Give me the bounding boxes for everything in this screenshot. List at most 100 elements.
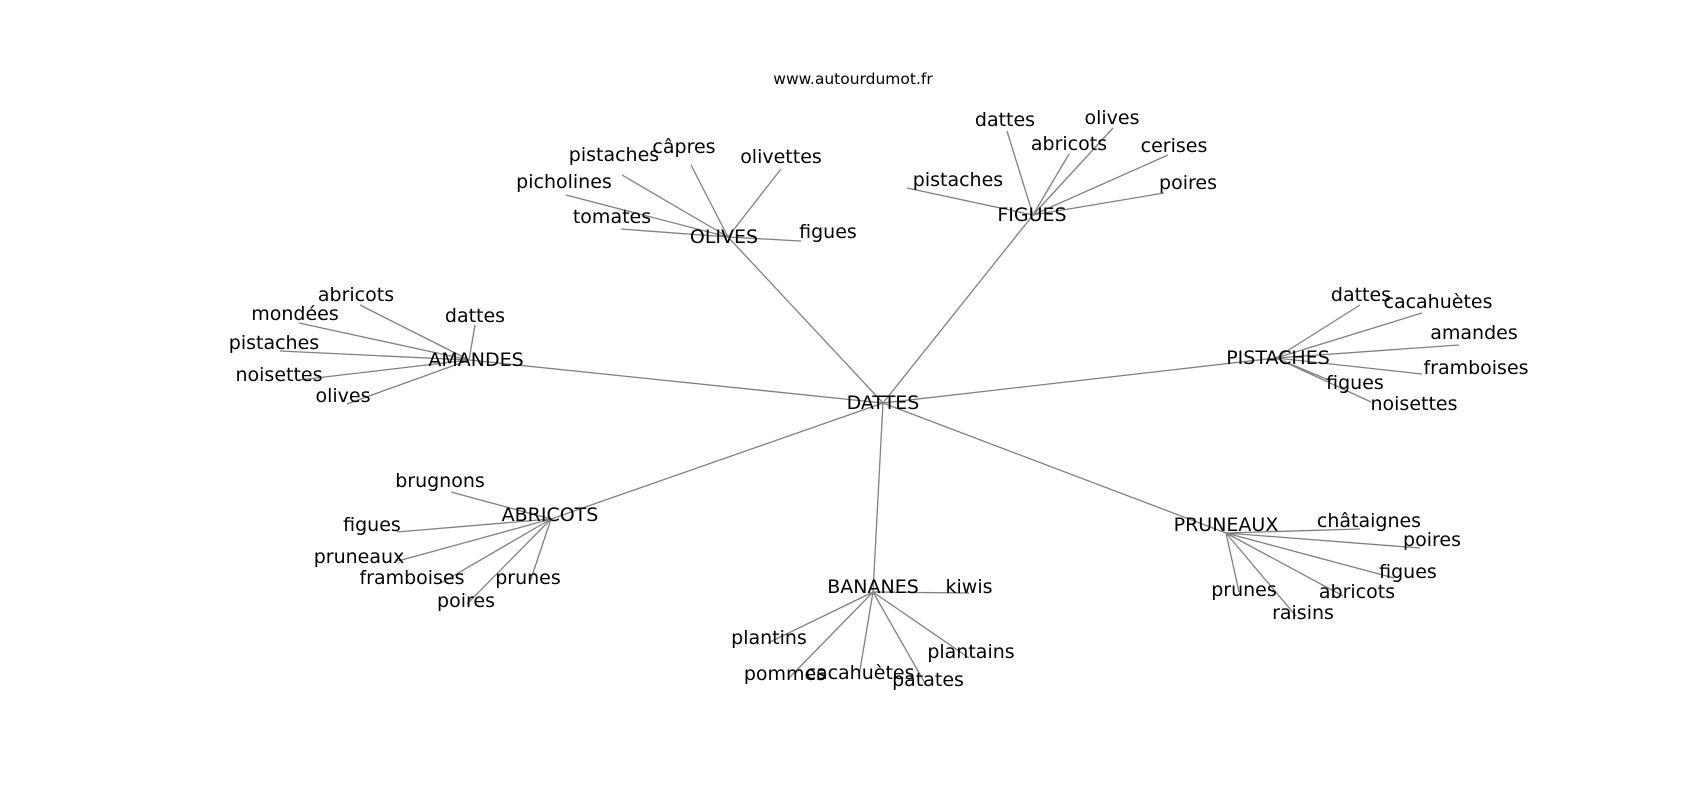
- leaf-word-label: framboises: [1423, 357, 1528, 379]
- edge-amandes-to-leaf: [298, 359, 470, 381]
- edge-pruneaux-to-leaf: [1225, 532, 1395, 579]
- edge-pruneaux-to-leaf: [1225, 532, 1240, 593]
- edge-figues-to-leaf: [1032, 127, 1114, 216]
- leaf-word-label: cacahuètes: [806, 662, 915, 684]
- hub-word-label: PRUNEAUX: [1174, 514, 1279, 536]
- leaf-word-label: abricots: [1319, 581, 1395, 603]
- leaf-word-label: figues: [1379, 561, 1437, 583]
- edge-olives-to-leaf: [727, 168, 782, 238]
- edge-bananes-to-leaf: [872, 591, 970, 659]
- leaf-word-label: mondées: [251, 303, 339, 325]
- edge-abricots-to-leaf: [529, 518, 552, 583]
- edge-pistaches-to-leaf: [1275, 304, 1361, 359]
- edge-olives-to-leaf: [727, 236, 802, 242]
- leaf-word-label: plantins: [731, 627, 807, 649]
- edge-olives-to-leaf: [690, 164, 729, 238]
- edge-pistaches-to-leaf: [1275, 357, 1423, 375]
- center-word-label: DATTES: [847, 392, 920, 414]
- edge-figues-to-leaf: [1006, 130, 1034, 216]
- hub-word-label: AMANDES: [428, 349, 523, 371]
- leaf-word-label: dattes: [975, 109, 1035, 131]
- edge-abricots-to-leaf: [440, 518, 552, 584]
- edge-abricots-to-leaf: [466, 518, 552, 605]
- leaf-word-label: prunes: [495, 567, 561, 589]
- leaf-word-label: amandes: [1430, 322, 1518, 344]
- leaf-word-label: cacahuètes: [1384, 291, 1493, 313]
- leaf-word-label: figues: [1326, 372, 1384, 394]
- edge-center-to-olives: [727, 236, 884, 404]
- leaf-word-label: olives: [315, 385, 370, 407]
- edge-figues-to-leaf: [1032, 153, 1070, 216]
- edge-amandes-to-leaf: [298, 322, 470, 361]
- hub-word-label: OLIVES: [690, 226, 758, 248]
- leaf-word-label: brugnons: [395, 470, 485, 492]
- leaf-word-label: noisettes: [1370, 393, 1457, 415]
- leaf-word-label: cerises: [1141, 135, 1208, 157]
- edge-olives-to-leaf: [620, 228, 729, 238]
- leaf-word-label: pruneaux: [314, 546, 405, 568]
- leaf-word-label: olivettes: [740, 146, 822, 168]
- edge-pistaches-to-leaf: [1275, 344, 1460, 359]
- edge-pruneaux-to-leaf: [1225, 528, 1361, 534]
- leaf-word-label: poires: [1159, 172, 1217, 194]
- leaf-word-label: tomates: [573, 206, 651, 228]
- edge-pistaches-to-leaf: [1275, 357, 1372, 403]
- leaf-word-label: pistaches: [569, 144, 659, 166]
- edge-figues-to-leaf: [906, 187, 1034, 216]
- leaf-word-label: poires: [1403, 529, 1461, 551]
- hub-word-label: ABRICOTS: [502, 504, 599, 526]
- edge-olives-to-leaf: [565, 194, 729, 238]
- leaf-word-label: picholines: [516, 171, 612, 193]
- leaf-word-label: poires: [437, 590, 495, 612]
- leaf-word-label: framboises: [359, 567, 464, 589]
- leaf-word-label: abricots: [1031, 133, 1107, 155]
- edge-amandes-to-leaf: [346, 359, 470, 405]
- edge-amandes-to-leaf: [359, 304, 470, 361]
- edge-center-to-figues: [882, 214, 1034, 404]
- leaf-word-label: prunes: [1211, 579, 1277, 601]
- edge-center-to-abricots: [550, 402, 884, 520]
- graph-edges: [279, 127, 1460, 686]
- leaf-word-label: noisettes: [235, 364, 322, 386]
- site-label: www.autourdumot.fr: [773, 70, 933, 88]
- leaf-word-label: dattes: [445, 305, 505, 327]
- leaf-word-label: olives: [1084, 107, 1139, 129]
- hub-word-label: FIGUES: [997, 204, 1066, 226]
- edge-abricots-to-leaf: [450, 491, 552, 520]
- leaf-word-label: plantains: [927, 641, 1014, 663]
- edge-bananes-to-leaf: [787, 591, 874, 680]
- leaf-word-label: pistaches: [913, 169, 1003, 191]
- edge-center-to-amandes: [468, 359, 884, 404]
- edge-amandes-to-leaf: [279, 350, 470, 361]
- leaf-word-label: patates: [892, 669, 964, 691]
- edge-figues-to-leaf: [1032, 192, 1165, 216]
- hub-word-label: BANANES: [827, 576, 919, 598]
- leaf-word-label: châtaignes: [1317, 510, 1421, 532]
- leaf-word-label: abricots: [318, 284, 394, 306]
- edge-figues-to-leaf: [1032, 154, 1169, 216]
- edge-center-to-pistaches: [882, 357, 1277, 404]
- edge-pistaches-to-leaf: [1275, 312, 1423, 359]
- leaf-word-label: kiwis: [946, 576, 993, 598]
- leaf-word-label: figues: [343, 514, 401, 536]
- edge-abricots-to-leaf: [396, 518, 552, 533]
- edge-center-to-bananes: [872, 402, 884, 593]
- leaf-word-label: câpres: [652, 136, 715, 158]
- leaf-word-label: raisins: [1272, 602, 1334, 624]
- edge-abricots-to-leaf: [397, 518, 552, 562]
- edge-bananes-to-leaf: [872, 591, 927, 686]
- edge-olives-to-leaf: [621, 174, 729, 238]
- edge-center-to-pruneaux: [882, 402, 1227, 534]
- hub-word-label: PISTACHES: [1226, 347, 1330, 369]
- leaf-word-label: pistaches: [229, 332, 319, 354]
- edge-bananes-to-leaf: [767, 591, 874, 644]
- edge-pruneaux-to-leaf: [1225, 532, 1297, 617]
- edge-bananes-to-leaf: [872, 591, 970, 594]
- leaf-word-label: dattes: [1331, 284, 1391, 306]
- edge-bananes-to-leaf: [858, 591, 874, 677]
- edge-pruneaux-to-leaf: [1225, 532, 1421, 549]
- leaf-word-label: pommes: [744, 663, 826, 685]
- edge-amandes-to-leaf: [468, 324, 476, 361]
